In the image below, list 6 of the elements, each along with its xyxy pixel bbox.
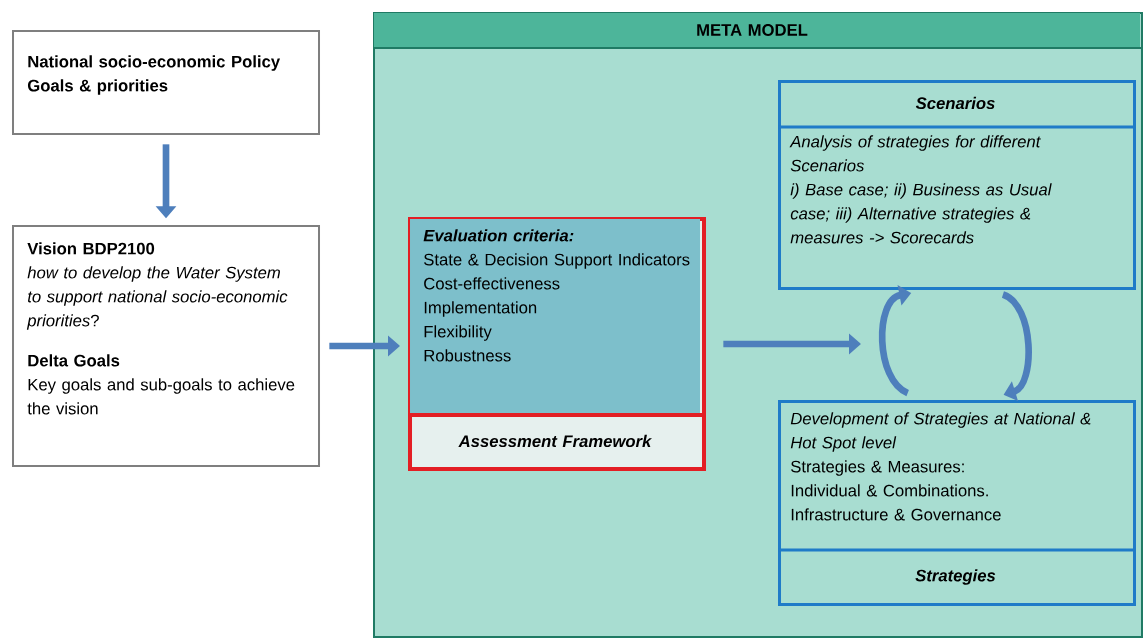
strategy-box: Development of Strategies at National & Hot Spot level Strategies & Measures: Individual & Combinations. Infrastructure & Governance Strategies — [778, 400, 1136, 606]
scenario-box: Scenarios Analysis of strategies for different Scenarios i) Base case; ii) Business as Usual case; iii) Alternative strategies & measures -> Scorecards — [778, 80, 1136, 290]
process-box: National socio-economic Policy Goals & priorities — [12, 30, 320, 135]
curved-arrow — [1001, 291, 1032, 402]
framework-box: Evaluation criteria: State & Decision Support Indicators Cost-effectiveness Implementation Flexibility Robustness Assessment Framework — [408, 217, 706, 471]
process-box: Vision BDP2100 how to develop the Water System to support national socio-economic priorities? Delta Goals Key goals and sub-goals to achieve the vision — [12, 225, 320, 467]
